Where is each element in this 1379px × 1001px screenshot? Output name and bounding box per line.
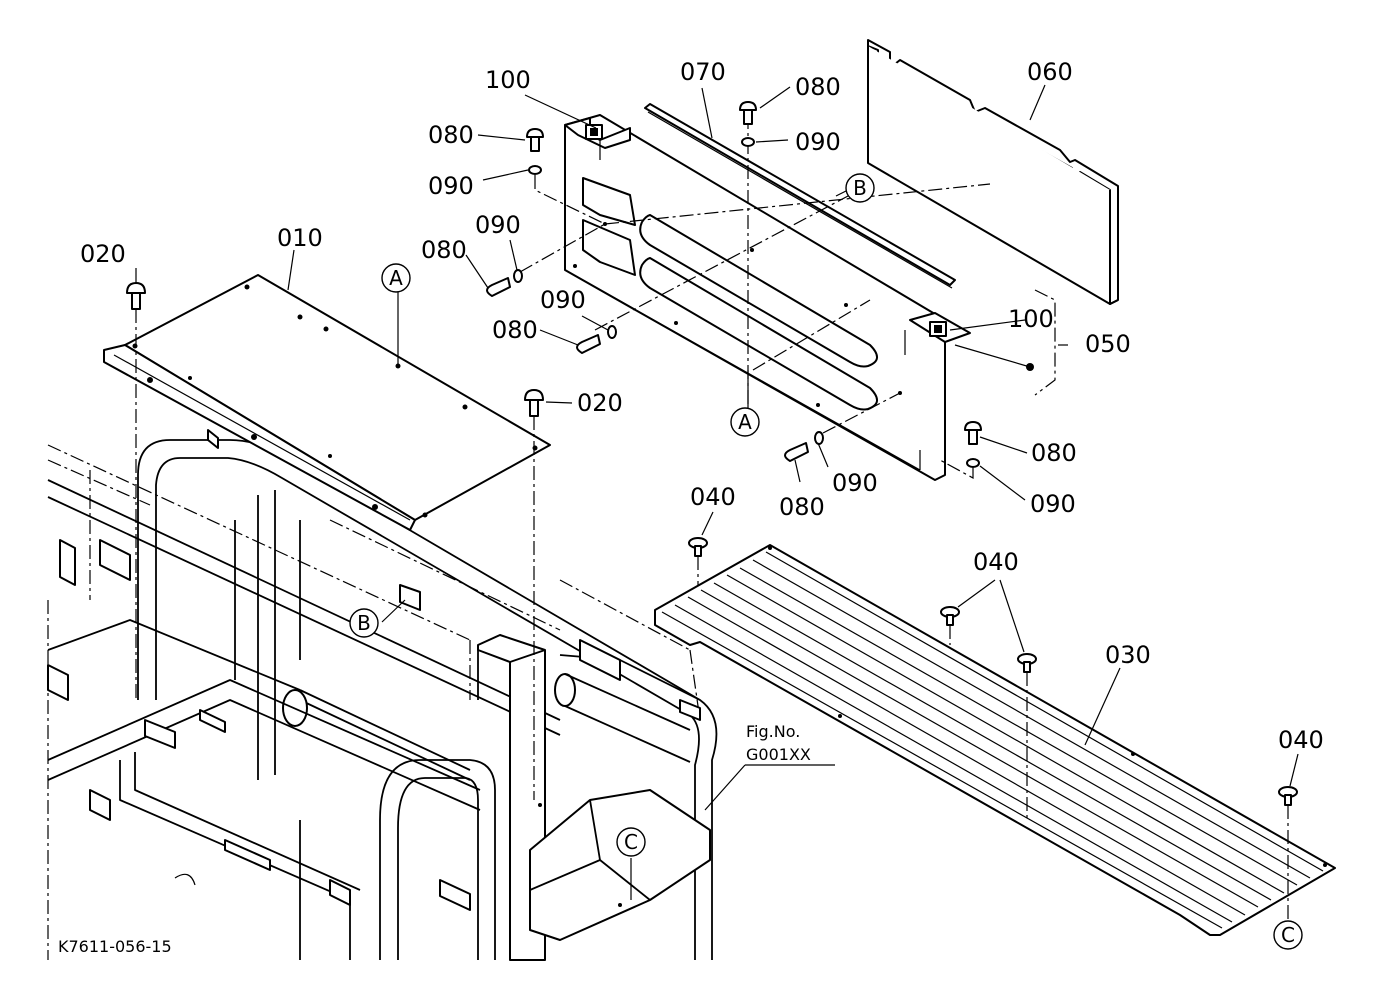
label-080-bottom: 080 [779,493,825,521]
drawing-code: K7611-056-15 [58,937,172,956]
svg-text:B: B [357,611,371,635]
rivet-040-c [1017,653,1037,818]
vehicle-frame [47,429,718,961]
label-080-left-low: 080 [492,316,538,344]
ref-line-a [604,183,991,225]
label-090-bottom: 090 [832,469,878,497]
svg-text:B: B [853,176,867,200]
label-090-top-center: 090 [795,128,841,156]
bolt-080-left-mid [486,223,606,297]
ref-marker-c-top: C [616,827,646,857]
rear-panel-050 [564,114,1056,481]
label-040-b: 040 [973,548,1019,576]
label-030: 030 [1105,641,1151,669]
label-060: 060 [1027,58,1073,86]
ref-marker-c-bottom: C [1273,920,1303,950]
ref-marker-b-bottom: B [349,608,379,638]
label-080-top-left: 080 [428,121,474,149]
ref-line-b [594,195,849,331]
label-070: 070 [680,58,726,86]
label-040-a: 040 [690,483,736,511]
label-050: 050 [1085,330,1131,358]
screw-020-right [524,389,544,800]
svg-text:C: C [1281,923,1295,947]
reference-markers: A A B B C C [349,173,1303,950]
label-100-right: 100 [1008,305,1054,333]
leader-lines [135,84,1299,900]
label-080-left-mid: 080 [421,236,467,264]
ref-marker-a-top: A [381,263,411,293]
label-080-right: 080 [1031,439,1077,467]
svg-text:A: A [389,266,403,290]
part-labels: 010 020 020 030 040 040 040 050 060 070 … [80,58,1324,754]
svg-text:C: C [624,830,638,854]
label-080-top-center: 080 [795,73,841,101]
strip-070 [644,103,956,289]
label-010: 010 [277,224,323,252]
label-100-top: 100 [485,66,531,94]
ref-line-c [752,299,871,371]
ref-marker-b-top: B [845,173,875,203]
ref-marker-a-bottom: A [730,407,760,437]
bolt-080-top-left [526,128,606,225]
label-090-top-left: 090 [428,172,474,200]
cover-plate-010 [103,274,551,531]
pad-060 [867,39,1119,305]
label-040-c: 040 [1278,726,1324,754]
bolt-080-top-center [739,101,757,147]
label-090-right: 090 [1030,490,1076,518]
rivet-040-d [1278,786,1298,922]
label-090-left-low: 090 [540,286,586,314]
bolt-080-left-low [576,325,617,354]
rivet-040-b [940,606,960,645]
fig-no-value: G001XX [746,745,811,764]
label-090-left-mid: 090 [475,211,521,239]
label-020-left: 020 [80,240,126,268]
bolt-080-right [939,421,982,480]
figure-reference: Fig.No. G001XX [746,722,811,764]
fig-no-label: Fig.No. [746,722,800,741]
svg-text:A: A [738,410,752,434]
label-020-right: 020 [577,389,623,417]
floor-mat-030 [654,544,1336,936]
rivet-040-a [688,537,708,585]
